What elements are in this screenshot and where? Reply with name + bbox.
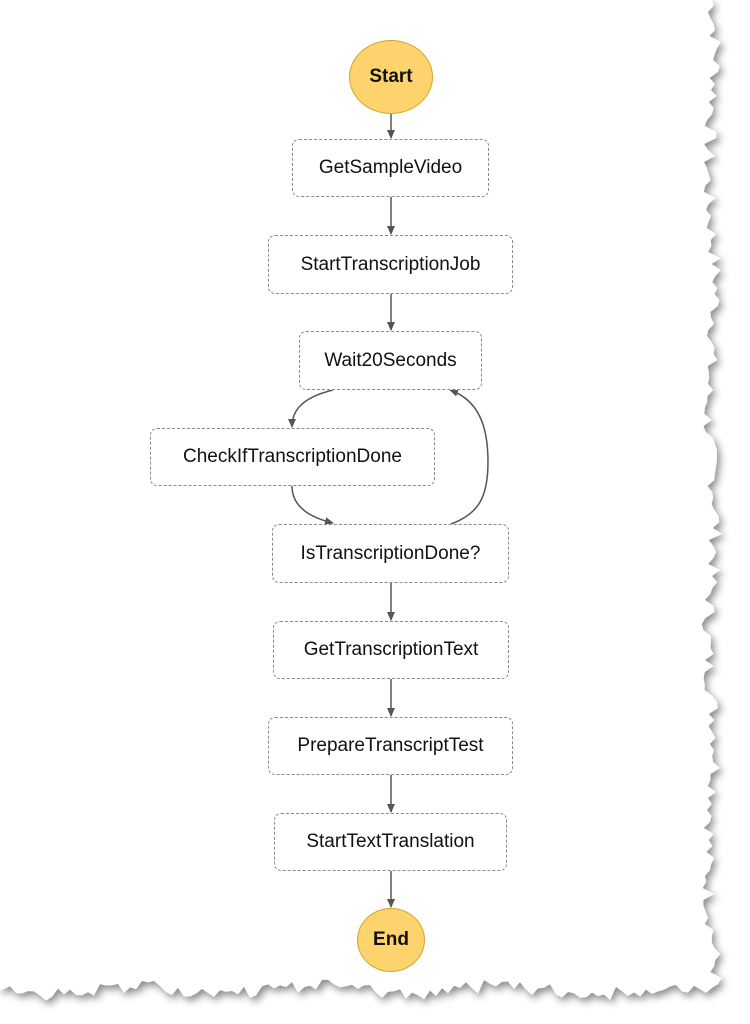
arrow-wait-to-check-if-transcription-done	[288, 389, 334, 428]
arrow-check-if-transcription-done-to-is-transcription-done	[291, 485, 334, 526]
state-is-transcription-done[interactable]: IsTranscriptionDone?	[272, 524, 509, 583]
start-node[interactable]: Start	[349, 40, 433, 114]
state-start-text-translation[interactable]: StartTextTranslation	[274, 813, 507, 871]
end-node[interactable]: End	[357, 908, 425, 972]
state-prepare-transcript-test[interactable]: PrepareTranscriptTest	[268, 717, 513, 775]
state-wait-20-seconds[interactable]: Wait20Seconds	[299, 331, 482, 390]
transition-arrows	[288, 114, 489, 908]
state-start-transcription-job[interactable]: StartTranscriptionJob	[268, 235, 513, 294]
state-check-if-transcription-done[interactable]: CheckIfTranscriptionDone	[150, 428, 435, 486]
state-get-sample-video[interactable]: GetSampleVideo	[292, 139, 489, 197]
state-get-transcription-text[interactable]: GetTranscriptionText	[273, 621, 509, 679]
arrow-is-transcription-done-loop-back-to-wait	[449, 388, 489, 525]
torn-paper-sheet	[0, 0, 723, 1001]
